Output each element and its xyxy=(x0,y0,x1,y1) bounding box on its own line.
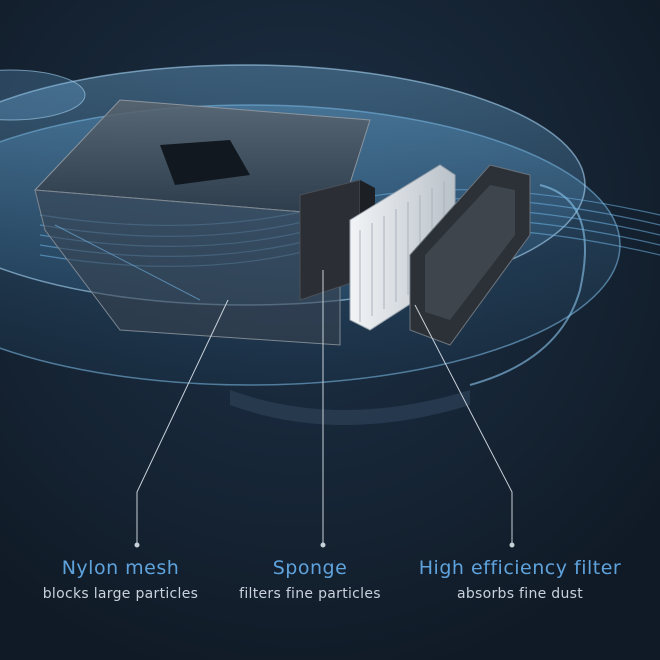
nylon-mesh-leader-line xyxy=(136,299,229,545)
nylon-mesh-label: Nylon mesh blocks large particles xyxy=(8,557,233,602)
leader-lines xyxy=(134,270,515,548)
nylon-mesh-description: blocks large particles xyxy=(42,586,199,602)
dust-bin xyxy=(33,99,371,346)
nylon-mesh-title: Nylon mesh xyxy=(61,557,180,579)
sponge-description: filters fine particles xyxy=(239,586,381,602)
sponge-title: Sponge xyxy=(272,557,348,579)
filter-leader-line xyxy=(414,304,513,545)
filter-frame xyxy=(409,164,531,346)
high-efficiency-filter-description: absorbs fine dust xyxy=(456,586,584,602)
high-efficiency-filter-label: High efficiency filter absorbs fine dust xyxy=(395,557,645,602)
high-efficiency-filter-title: High efficiency filter xyxy=(418,557,622,579)
sponge-label: Sponge filters fine particles xyxy=(215,557,405,602)
